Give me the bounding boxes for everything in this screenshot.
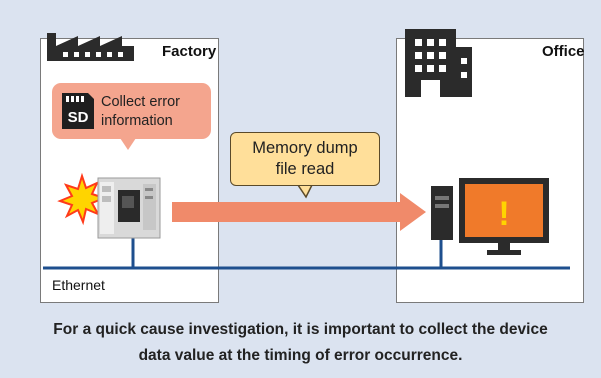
sd-label: SD	[68, 109, 89, 126]
caption-line2: data value at the timing of error occurr…	[138, 347, 463, 364]
memory-bubble-line1: Memory dump	[252, 139, 358, 157]
ethernet-network	[43, 238, 570, 270]
collect-bubble-line2: information	[101, 113, 173, 129]
caption-line1: For a quick cause investigation, it is i…	[53, 321, 548, 338]
memory-dump-bubble: Memory dump file read	[230, 132, 380, 186]
caption: For a quick cause investigation, it is i…	[0, 317, 601, 369]
memory-bubble-line2: file read	[275, 160, 335, 178]
plc-device-icon	[97, 177, 161, 239]
collect-error-bubble: SD Collect error information	[52, 83, 211, 139]
factory-title: Factory	[162, 43, 217, 60]
office-panel	[396, 38, 584, 303]
sd-card-icon: SD	[62, 93, 94, 129]
monitor-warning-icon: !	[459, 178, 549, 255]
collect-bubble-tail	[120, 138, 136, 150]
collect-bubble-line1: Collect error	[101, 94, 180, 110]
data-flow-arrow	[172, 193, 426, 231]
warning-exclamation: !	[498, 195, 509, 233]
ethernet-label: Ethernet	[52, 277, 105, 293]
office-title: Office	[542, 43, 585, 60]
office-building-icon	[405, 29, 472, 97]
factory-panel	[40, 38, 219, 303]
memory-bubble-tail	[296, 184, 314, 199]
pc-tower-icon	[431, 186, 453, 240]
factory-icon	[47, 33, 134, 61]
error-burst-icon	[57, 172, 107, 226]
